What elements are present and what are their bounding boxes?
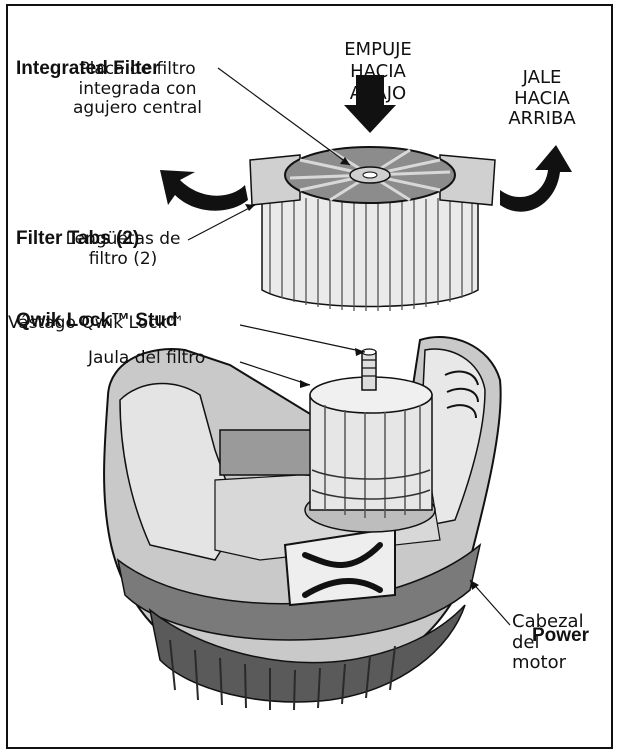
pull-up-arrow-left xyxy=(160,170,248,211)
pull-up-line-2: HACIA xyxy=(514,87,570,109)
filter-cage-label: Jaula del filtro xyxy=(88,348,206,368)
filter-tabs-es-line-1: Lengüetas de xyxy=(65,229,181,249)
side-slots xyxy=(444,370,479,419)
pleated-filter xyxy=(249,146,496,311)
power-head-label-en: Power xyxy=(532,625,590,646)
leader-arrowheads xyxy=(245,157,479,590)
leader-integrated-filter xyxy=(217,67,351,166)
power-head-rim-stripes xyxy=(169,639,396,711)
filter-cage xyxy=(304,376,436,533)
pull-up-line-1: JALE xyxy=(522,67,562,88)
power-head xyxy=(103,335,502,711)
latch-x-mark xyxy=(302,542,383,598)
integrated-filter-es-line-1: Placa de filtro xyxy=(79,59,196,79)
filter-tabs-label-es: Lengüetas de filtro (2) xyxy=(58,229,188,269)
push-down-line-2: HACIA xyxy=(350,61,406,82)
qwik-lock-label-es: Vástago Qwik Lock™ xyxy=(8,313,185,333)
leader-qwik-lock xyxy=(239,324,366,353)
power-head-band xyxy=(116,543,482,641)
pull-up-label: JALE HACIA ARRIBA xyxy=(502,67,582,130)
integrated-filter-es-line-3: agujero central xyxy=(73,98,202,119)
filter-tabs-es-line-2: filtro (2) xyxy=(88,248,158,269)
power-head-bottom xyxy=(148,604,466,703)
pull-up-arrow-right xyxy=(500,145,572,212)
power-head-es-line-1: Cabezal xyxy=(512,611,584,632)
qwik-lock-label-en: Qwik Lock™ Stud xyxy=(16,310,178,331)
leader-filter-tabs xyxy=(187,204,256,241)
push-down-arrow xyxy=(344,75,396,133)
leader-lines xyxy=(187,67,511,626)
power-head-inner-left xyxy=(119,382,241,561)
qwik-lock-stud xyxy=(361,348,377,391)
integrated-filter-es-line-2: integrada con xyxy=(78,78,197,99)
integrated-filter-label-en: Integrated Filter xyxy=(16,58,160,79)
power-head-es-line-2: del xyxy=(512,631,540,653)
push-down-line-3: ABAJO xyxy=(349,83,407,104)
leader-power-head xyxy=(469,579,511,626)
push-down-line-1: EMPUJE xyxy=(344,39,412,60)
pull-up-line-3: ARRIBA xyxy=(508,108,576,130)
power-head-inner-right xyxy=(419,348,486,526)
power-head-label-es: Cabezal del motor xyxy=(512,611,584,674)
integrated-filter-label-es: Placa de filtro integrada con agujero ce… xyxy=(60,59,215,119)
filter-tabs-label-en: Filter Tabs (2) xyxy=(16,228,140,249)
power-head-es-line-3: motor xyxy=(512,652,567,674)
leader-filter-cage xyxy=(239,361,311,386)
